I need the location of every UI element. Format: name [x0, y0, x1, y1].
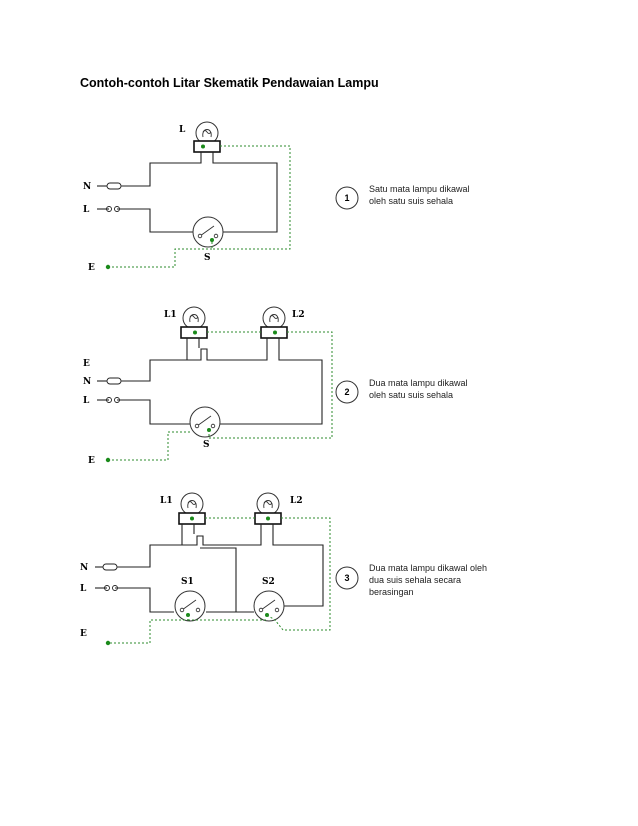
lamp2-label: L2: [290, 496, 303, 506]
neutral-label: N: [83, 182, 91, 192]
caption-line: oleh satu suis sehala: [369, 196, 453, 206]
caption-line: Dua mata lampu dikawal oleh: [369, 563, 487, 573]
lamp-label: L: [179, 125, 186, 135]
earth-label: E: [88, 263, 95, 273]
caption-line: Dua mata lampu dikawal: [369, 378, 468, 388]
neutral-label: N: [83, 377, 91, 387]
switch2-label: S2: [262, 577, 275, 587]
lamp1-label: L1: [164, 310, 177, 320]
page-title: Contoh-contoh Litar Skematik Pendawaian …: [80, 76, 379, 90]
earth-top-label: E: [83, 359, 90, 369]
diagram-number-badge: [335, 380, 359, 404]
lamp-holder: [193, 140, 221, 153]
diagram-number: 2: [344, 387, 349, 397]
diagram-3: L1 L2 N L S1 S2 E 3 Dua mata lampu dikaw…: [80, 492, 487, 646]
diagram-2: L1 L2 E N L S E 2 Dua mata lampu dikawal…: [83, 306, 468, 466]
diagram-1: L N L S E 1 Satu mata lampu dikawal oleh…: [83, 121, 470, 273]
neutral-fuse-icon: [106, 182, 122, 190]
earth-label: E: [88, 456, 95, 466]
live-label: L: [83, 205, 90, 215]
lamp2-bulb-icon: [256, 492, 280, 516]
lamp2-bulb-icon: [262, 306, 286, 330]
lamp1-bulb-icon: [180, 492, 204, 516]
caption-line: berasingan: [369, 587, 414, 597]
live-label: L: [83, 396, 90, 406]
switch-label: S: [203, 440, 210, 450]
caption-line: oleh satu suis sehala: [369, 390, 453, 400]
neutral-fuse-icon: [102, 563, 118, 571]
switch-icon: [189, 406, 221, 438]
diagram-number-badge: [335, 566, 359, 590]
lamp1-label: L1: [160, 496, 173, 506]
switch2-icon: [253, 590, 285, 622]
lamp2-label: L2: [292, 310, 305, 320]
neutral-label: N: [80, 563, 88, 573]
earth-label: E: [80, 629, 87, 639]
neutral-fuse-icon: [106, 377, 122, 385]
switch-label: S: [204, 253, 211, 263]
live-label: L: [80, 584, 87, 594]
switch-icon: [192, 216, 224, 248]
switch1-label: S1: [181, 577, 194, 587]
caption-line: Satu mata lampu dikawal: [369, 184, 470, 194]
switch1-icon: [174, 590, 206, 622]
diagram-number-badge: [335, 186, 359, 210]
diagram-number: 3: [344, 573, 349, 583]
lamp1-bulb-icon: [182, 306, 206, 330]
diagram-number: 1: [344, 193, 349, 203]
caption-line: dua suis sehala secara: [369, 575, 461, 585]
